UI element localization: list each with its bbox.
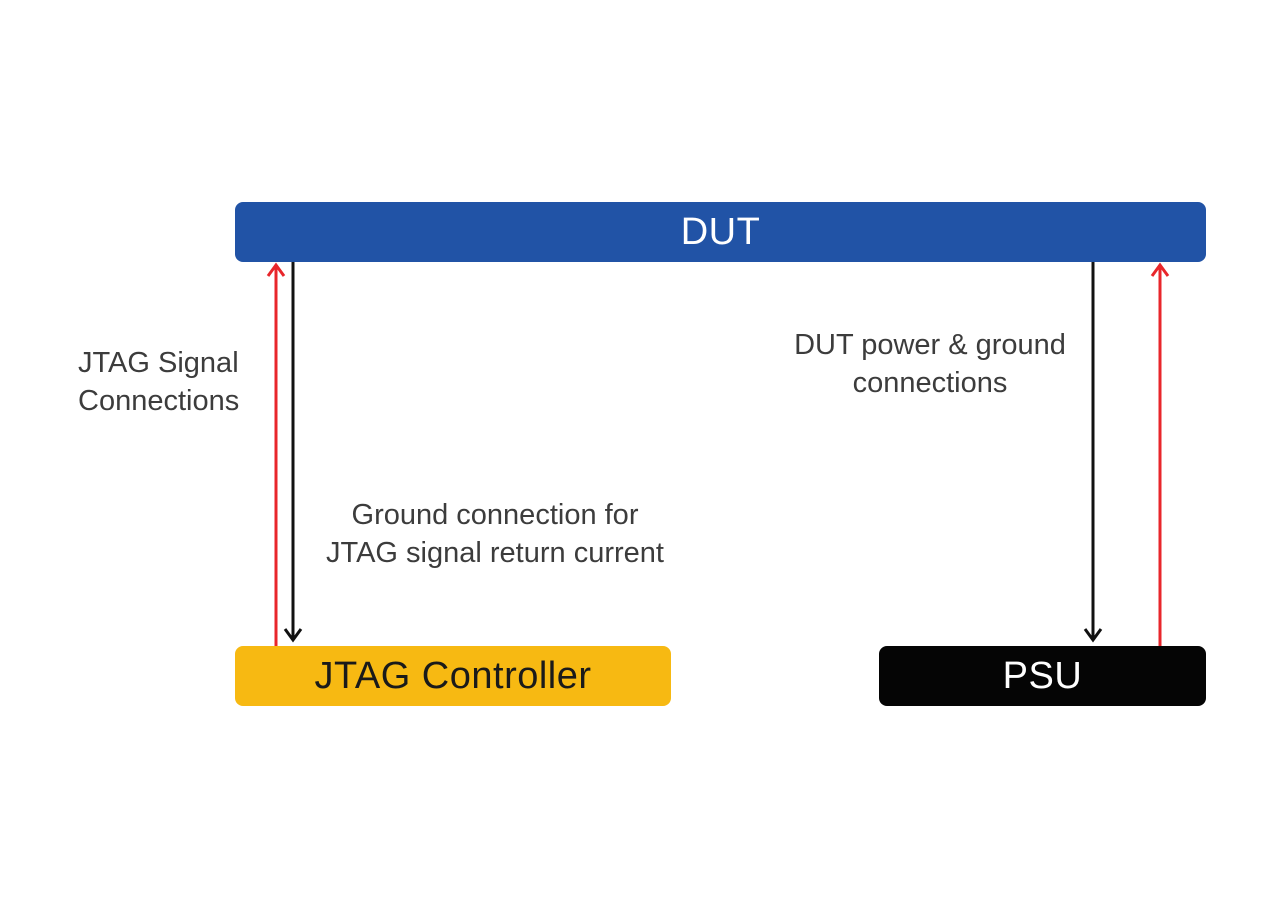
- jtag-controller-label: JTAG Controller: [314, 654, 592, 697]
- dut-power-arrow: [1083, 262, 1103, 643]
- dut-node: DUT: [235, 202, 1206, 262]
- dut-power-caption: DUT power & ground connections: [770, 326, 1090, 402]
- caption-line: Connections: [78, 385, 240, 417]
- psu-return-arrow: [1150, 262, 1170, 646]
- jtag-signal-caption: JTAG Signal Connections: [78, 344, 239, 420]
- ground-return-arrow: [283, 262, 303, 643]
- jtag-controller-node: JTAG Controller: [235, 646, 671, 706]
- jtag-signal-arrow: [266, 262, 286, 646]
- dut-label: DUT: [680, 210, 761, 253]
- caption-line: JTAG Signal: [78, 347, 239, 379]
- caption-line: Ground connection for: [351, 499, 639, 531]
- psu-node: PSU: [879, 646, 1206, 706]
- caption-line: DUT power & ground: [794, 329, 1066, 361]
- psu-label: PSU: [1002, 654, 1083, 697]
- caption-line: JTAG signal return current: [326, 537, 664, 569]
- caption-line: connections: [852, 367, 1008, 399]
- ground-return-caption: Ground connection for JTAG signal return…: [300, 496, 690, 572]
